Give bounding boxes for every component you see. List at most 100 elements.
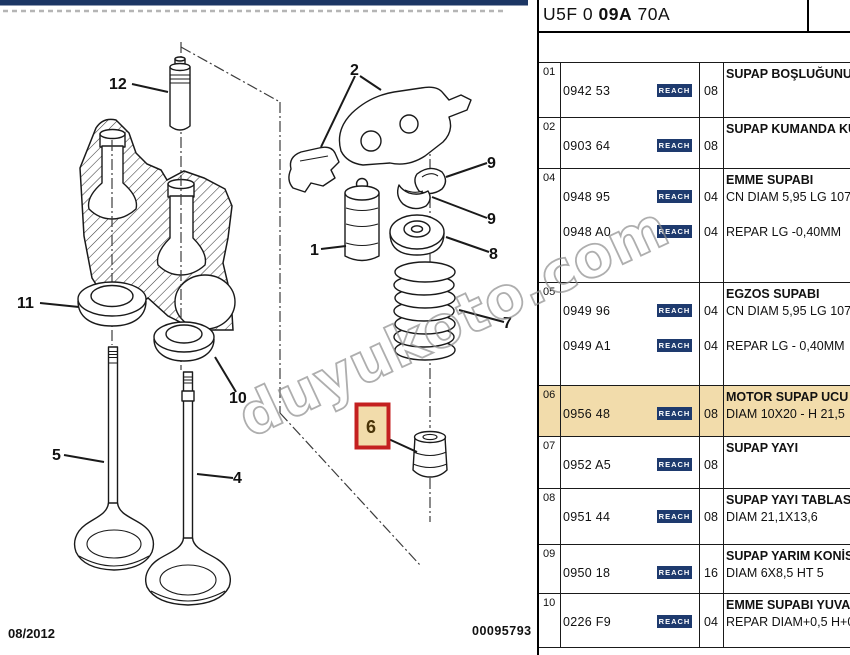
- part-description: SUPAP KUMANDA KÜ: [726, 122, 850, 136]
- column-divider: [699, 63, 700, 117]
- label-1: 1: [310, 242, 319, 259]
- column-divider: [723, 386, 724, 436]
- column-divider: [560, 283, 561, 385]
- column-divider: [723, 545, 724, 593]
- label-7: 7: [503, 315, 512, 332]
- header-divider: [807, 0, 809, 31]
- part-number: 0949 96: [563, 304, 611, 318]
- reach-badge[interactable]: REACH: [657, 566, 692, 579]
- reach-badge[interactable]: REACH: [657, 225, 692, 238]
- column-divider: [560, 437, 561, 488]
- column-divider: [723, 169, 724, 282]
- reach-badge[interactable]: REACH: [657, 407, 692, 420]
- label-8: 8: [489, 246, 498, 263]
- part-qty: 04: [704, 615, 718, 629]
- part-qty: 04: [704, 190, 718, 204]
- row-ref: 09: [543, 548, 556, 560]
- highlight-callout-6: 6: [354, 402, 391, 450]
- column-divider: [723, 283, 724, 385]
- part-qty: 08: [704, 458, 718, 472]
- stem-seal-right-part: [153, 321, 215, 362]
- part-description: SUPAP YARIM KONİSİ: [726, 549, 850, 563]
- column-divider: [723, 437, 724, 488]
- part-number: 0952 A5: [563, 458, 611, 472]
- table-row[interactable]: 01 0942 53 REACH 08 SUPAP BOŞLUĞUNU A: [539, 62, 850, 117]
- part-qty: 08: [704, 139, 718, 153]
- part-description-detail: DIAM 10X20 - H 21,5: [726, 407, 845, 421]
- part-qty: 04: [704, 304, 718, 318]
- reach-badge[interactable]: REACH: [657, 304, 692, 317]
- valve-spring-part: [393, 261, 456, 361]
- part-description-detail: REPAR LG - 0,40MM: [726, 339, 845, 353]
- part-number: 0950 18: [563, 566, 611, 580]
- part-qty: 08: [704, 84, 718, 98]
- label-6: 6: [366, 417, 376, 437]
- column-divider: [699, 118, 700, 168]
- part-number: 0948 A0: [563, 225, 611, 239]
- reach-badge[interactable]: REACH: [657, 615, 692, 628]
- column-divider: [560, 118, 561, 168]
- column-divider: [699, 545, 700, 593]
- row-ref: 07: [543, 440, 556, 452]
- column-divider: [723, 594, 724, 647]
- valve-left-part: [73, 346, 155, 571]
- catalog-code: U5F 0 09A 70A: [543, 4, 670, 25]
- table-row[interactable]: 07 0952 A5 REACH 08 SUPAP YAYI: [539, 436, 850, 488]
- row-ref: 08: [543, 492, 556, 504]
- part-description: MOTOR SUPAP UCU C: [726, 390, 850, 404]
- table-row[interactable]: 04 0948 95 REACH 04 0948 A0 REACH 04 EMME SUPAB…: [539, 168, 850, 282]
- parts-table-panel: U5F 0 09A 70A 01 0942 53 REACH 08 SUPAP BOŞL…: [537, 0, 850, 655]
- label-9b: 9: [487, 211, 496, 228]
- column-divider: [699, 283, 700, 385]
- column-divider: [723, 489, 724, 544]
- part-qty: 04: [704, 225, 718, 239]
- part-description: SUPAP YAYI: [726, 441, 799, 455]
- part-description: EMME SUPABI: [726, 173, 814, 187]
- part-description-detail: CN DIAM 5,95 LG 107: [726, 304, 850, 318]
- label-11: 11: [17, 295, 34, 312]
- column-divider: [699, 489, 700, 544]
- part-qty: 04: [704, 339, 718, 353]
- row-ref: 01: [543, 66, 556, 78]
- stem-seal-left-part: [77, 281, 147, 327]
- reach-badge[interactable]: REACH: [657, 510, 692, 523]
- valve-right-part: [144, 371, 232, 606]
- label-4: 4: [233, 470, 242, 487]
- catalog-code-suffix: 70A: [632, 4, 671, 24]
- valve-guide-part: [169, 56, 191, 131]
- reach-badge[interactable]: REACH: [657, 190, 692, 203]
- column-divider: [560, 545, 561, 593]
- column-divider: [699, 594, 700, 647]
- part-number: 0942 53: [563, 84, 611, 98]
- part-description: SUPAP BOŞLUĞUNU A: [726, 67, 850, 81]
- reach-badge[interactable]: REACH: [657, 458, 692, 471]
- part-number: 0956 48: [563, 407, 611, 421]
- reach-badge[interactable]: REACH: [657, 84, 692, 97]
- label-5: 5: [52, 447, 61, 464]
- column-divider: [723, 118, 724, 168]
- part-number: 0948 95: [563, 190, 611, 204]
- part-qty: 08: [704, 510, 718, 524]
- row-ref: 05: [543, 286, 556, 298]
- column-divider: [699, 386, 700, 436]
- label-12: 12: [109, 76, 127, 93]
- part-description-detail: REPAR LG -0,40MM: [726, 225, 842, 239]
- catalog-code-prefix: U5F 0: [543, 4, 599, 24]
- column-divider: [560, 594, 561, 647]
- catalog-code-bold: 09A: [598, 4, 633, 24]
- spring-seat-part: [389, 214, 445, 256]
- reach-badge[interactable]: REACH: [657, 339, 692, 352]
- reach-badge[interactable]: REACH: [657, 139, 692, 152]
- revision-date: 08/2012: [8, 626, 55, 641]
- row-ref: 04: [543, 172, 556, 184]
- column-divider: [560, 489, 561, 544]
- column-divider: [699, 437, 700, 488]
- label-2: 2: [350, 62, 359, 79]
